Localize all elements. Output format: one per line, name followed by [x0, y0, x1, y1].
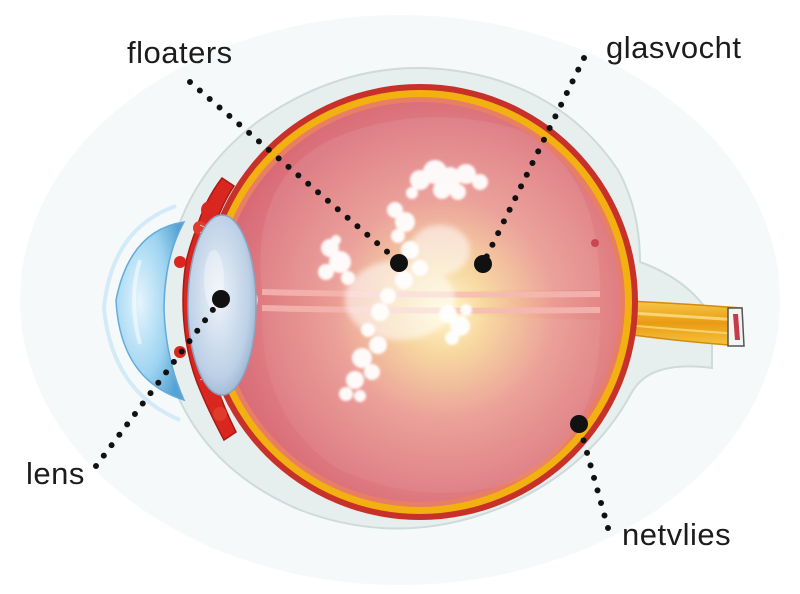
leader-lines [93, 55, 611, 531]
label-netvlies: netvlies [622, 517, 732, 552]
label-glasvocht: glasvocht [606, 30, 742, 65]
marker-netvlies [570, 415, 588, 433]
cornea [101, 204, 186, 422]
leader-line-glasvocht [480, 55, 587, 267]
leader-line-netvlies [576, 421, 611, 531]
vitreous-body [220, 102, 620, 502]
markers [212, 254, 588, 433]
floaters-cloud [318, 160, 488, 402]
label-floaters: floaters [127, 35, 233, 70]
leader-line-lens [93, 296, 224, 469]
marker-floaters [390, 254, 408, 272]
label-lens: lens [26, 456, 85, 491]
marker-glasvocht [474, 255, 492, 273]
marker-lens [212, 290, 230, 308]
